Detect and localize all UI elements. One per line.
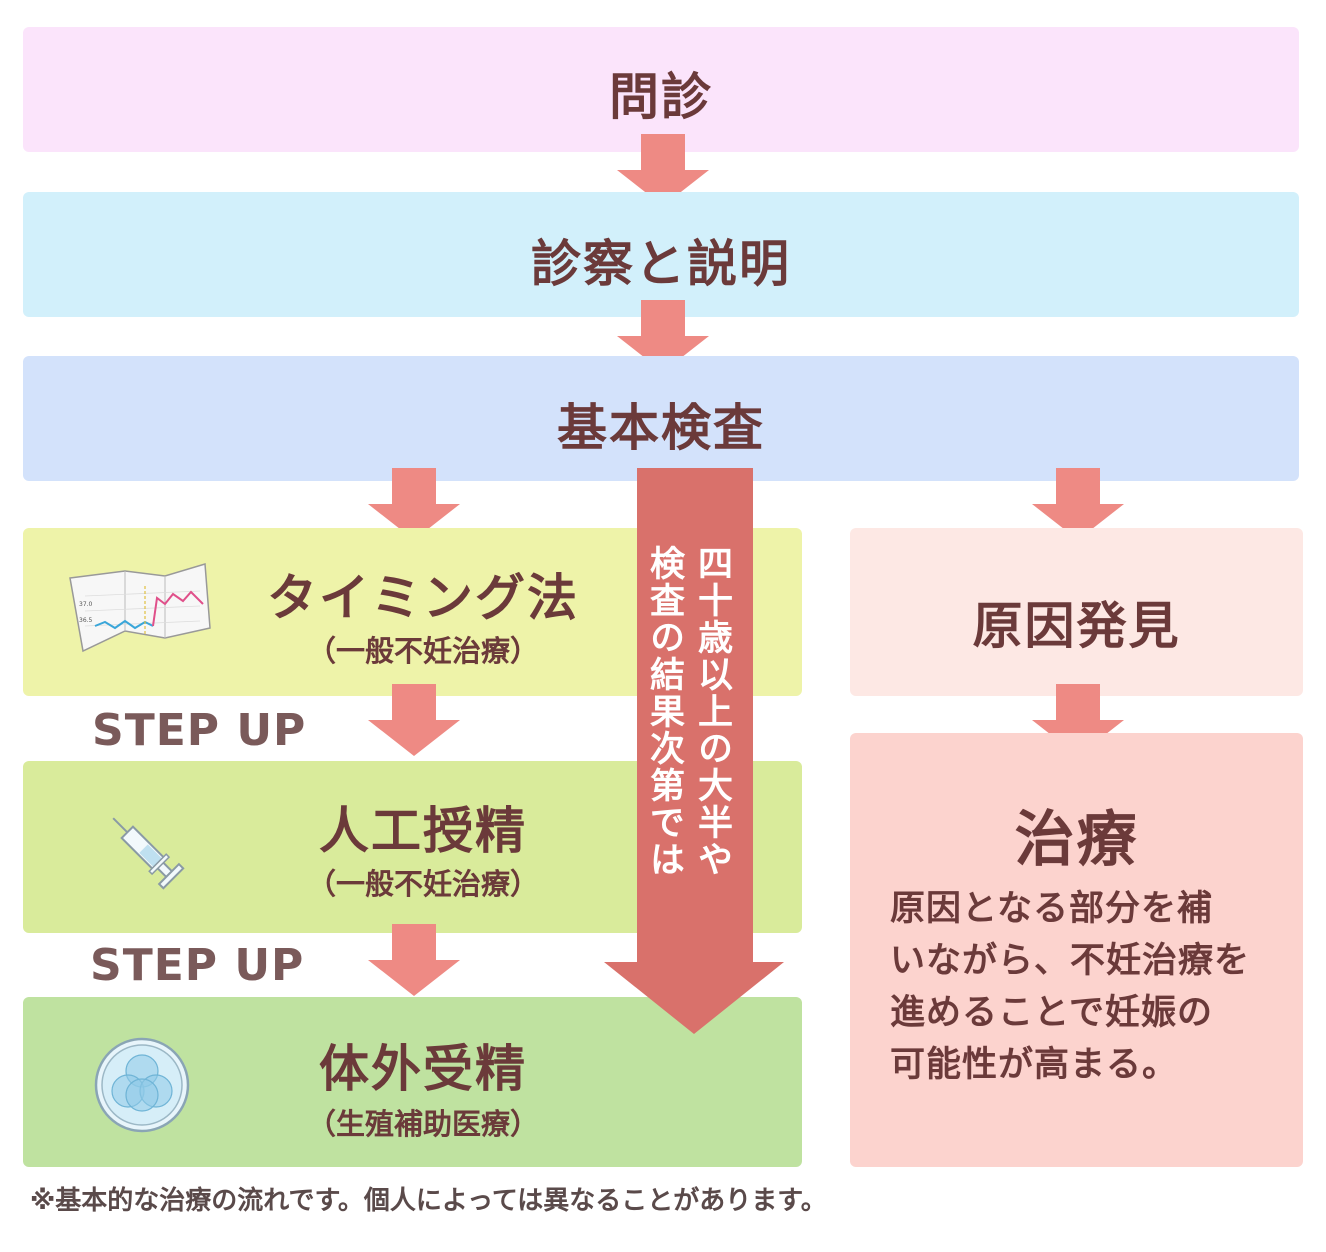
- vertical-note-line-2: 検査の結果次第では: [644, 545, 684, 878]
- timing-title: タイミング法: [267, 569, 579, 627]
- down-arrow-right-1: [1032, 468, 1124, 540]
- down-arrow-2: [617, 300, 709, 372]
- chiryo-desc-line: 進めることで妊娠の: [890, 993, 1213, 1033]
- gen-in-title: 原因発見: [972, 597, 1181, 655]
- big-down-arrow: [604, 468, 784, 1034]
- syringe-icon: [112, 817, 185, 890]
- monshin-box: 問診: [23, 27, 1299, 152]
- chiryo-desc: 原因となる部分を補 いながら、不妊治療を 進めることで妊娠の 可能性が高まる。: [890, 883, 1250, 1091]
- footnote: ※基本的な治療の流れです。個人によっては異なることがあります。: [30, 1186, 827, 1216]
- chiryo-desc-line: 可能性が高まる。: [890, 1045, 1179, 1085]
- down-arrow-left-1: [368, 468, 460, 540]
- down-arrow-1: [617, 134, 709, 206]
- bbt-chart-icon: 37.0 36.5: [69, 563, 211, 653]
- petri-dish-icon: [94, 1037, 190, 1133]
- kihon-title: 基本検査: [557, 399, 765, 457]
- shinsatsu-title: 診察と説明: [531, 235, 791, 293]
- gen-in-box: 原因発見: [850, 528, 1303, 696]
- down-arrow-left-3: [368, 924, 460, 996]
- vertical-note: 四十歳以上の大半や 検査の結果次第では: [640, 545, 736, 878]
- step-up-label-1: STEP UP: [92, 705, 307, 756]
- shinsatsu-box: 診察と説明: [23, 192, 1299, 317]
- kihon-box: 基本検査: [23, 356, 1299, 481]
- taigai-title: 体外受精: [319, 1040, 527, 1098]
- vertical-note-line-1: 四十歳以上の大半や: [692, 545, 732, 878]
- step-up-label-2: STEP UP: [90, 940, 305, 991]
- down-arrow-left-2: [368, 684, 460, 756]
- chiryo-title: 治療: [1014, 805, 1139, 875]
- jinko-subtitle: （一般不妊治療）: [306, 867, 539, 901]
- chiryo-desc-line: いながら、不妊治療を: [890, 941, 1251, 981]
- timing-subtitle: （一般不妊治療）: [306, 634, 539, 668]
- chiryo-desc-line: 原因となる部分を補: [890, 889, 1213, 929]
- monshin-title: 問診: [609, 68, 713, 126]
- jinko-title: 人工授精: [319, 802, 527, 860]
- chiryo-box: 治療 原因となる部分を補 いながら、不妊治療を 進めることで妊娠の 可能性が高ま…: [850, 733, 1303, 1167]
- taigai-subtitle: （生殖補助医療）: [306, 1107, 539, 1141]
- svg-text:36.5: 36.5: [79, 617, 93, 624]
- svg-text:37.0: 37.0: [79, 601, 93, 608]
